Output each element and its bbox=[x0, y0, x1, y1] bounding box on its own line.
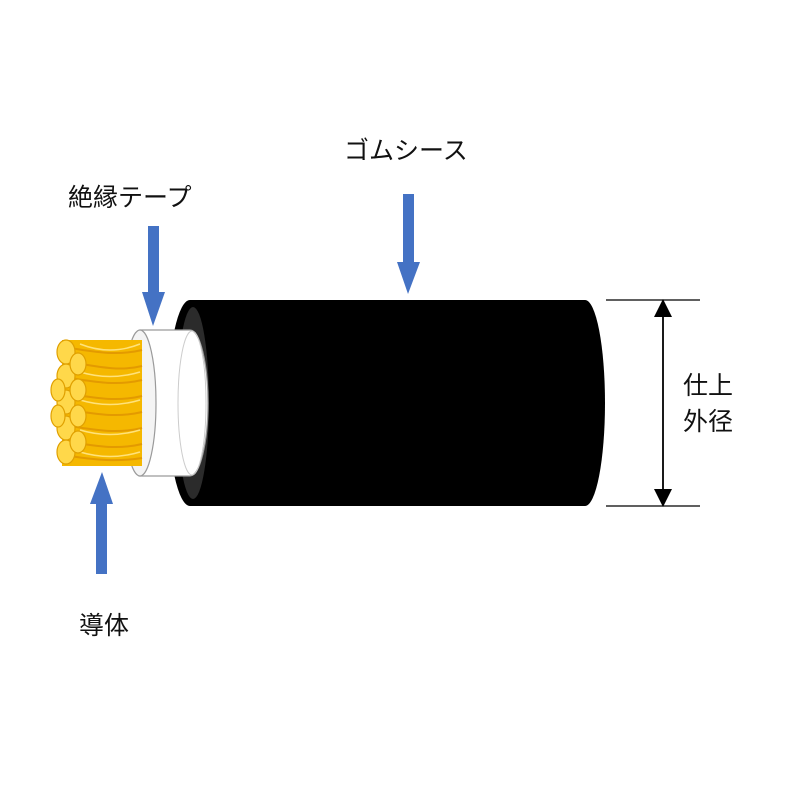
rubber-sheath-label: ゴムシース bbox=[344, 136, 468, 165]
conductor-label: 導体 bbox=[79, 611, 130, 640]
outer-diameter-dimension bbox=[606, 299, 700, 507]
insulation-tape-label: 絶縁テープ bbox=[68, 183, 192, 212]
finished-outer-diameter-label: 仕上 外径 bbox=[683, 368, 733, 440]
strand-end-faces bbox=[50, 339, 87, 465]
conductor-strands bbox=[50, 339, 143, 466]
rubber-sheath bbox=[168, 300, 605, 506]
up-arrow-icon bbox=[90, 472, 113, 574]
tape-inner-edge bbox=[177, 330, 207, 476]
down-arrow-icon bbox=[142, 226, 165, 326]
down-arrow-icon bbox=[397, 194, 420, 294]
sheath-body bbox=[190, 300, 605, 506]
finished-od-line2: 外径 bbox=[683, 407, 734, 436]
strand-highlights bbox=[79, 343, 141, 458]
finished-od-line1: 仕上 bbox=[683, 371, 734, 400]
